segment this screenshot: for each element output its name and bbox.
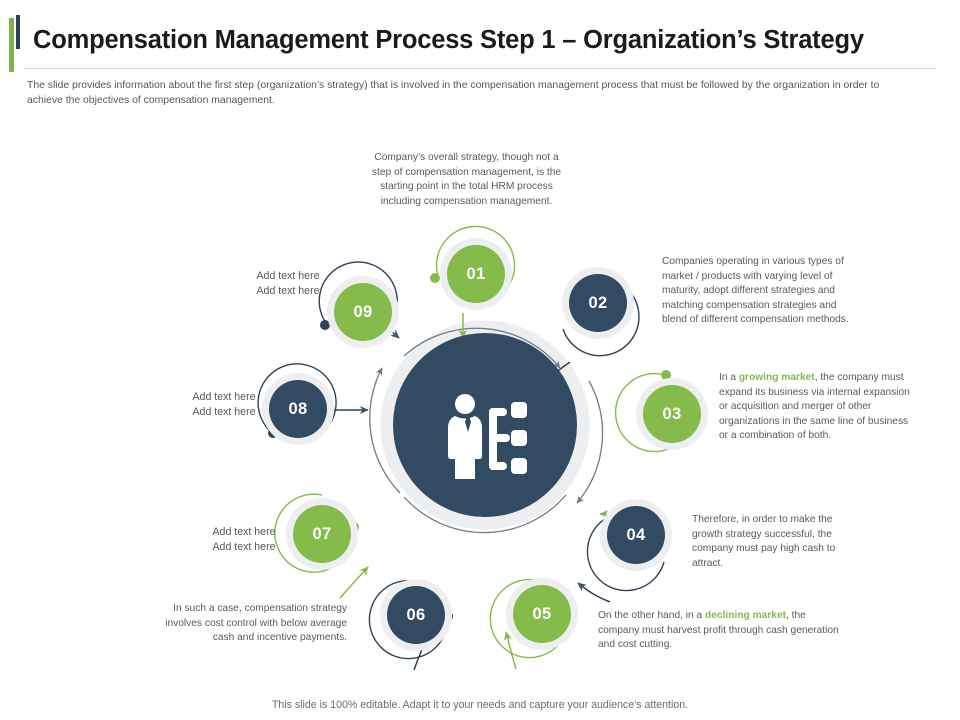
caption-node-09: Add text here Add text here: [256, 270, 320, 297]
hub-orbit-arcs: [369, 327, 604, 534]
caption-node-04: Therefore, in order to make the growth s…: [692, 514, 836, 569]
org-chart-person-icon: [448, 394, 527, 479]
badge-label-05: 05: [513, 585, 571, 643]
title-divider: [24, 68, 936, 69]
caption-node-06: In such a case, compensation strategy in…: [165, 603, 347, 644]
page-title: Compensation Management Process Step 1 –…: [33, 26, 864, 54]
caption-node-05: On the other hand, in a declining market…: [598, 609, 843, 653]
node-badge-01[interactable]: 01: [440, 238, 512, 310]
arrow-node-07: [339, 566, 369, 599]
caption-03-pre: In a: [719, 372, 739, 383]
caption-node-07: Add text here Add text here: [212, 526, 276, 553]
node-badge-06[interactable]: 06: [380, 579, 452, 651]
badge-label-06: 06: [387, 586, 445, 644]
node-badge-05[interactable]: 05: [506, 578, 578, 650]
badge-label-04: 04: [607, 506, 665, 564]
cycle-diagram: 01 02 03 04 05 06 07 08 09 Company’s ove…: [0, 110, 960, 685]
caption-05-pre: On the other hand, in a: [598, 610, 706, 621]
node-badge-07[interactable]: 07: [286, 498, 358, 570]
caption-node-02: Companies operating in various types of …: [662, 256, 849, 326]
caption-03-post: , the company must expand its business v…: [719, 372, 910, 442]
badge-label-07: 07: [293, 505, 351, 563]
hub-halo-ring: [380, 320, 590, 530]
badge-label-02: 02: [569, 274, 627, 332]
arrow-node-04: [577, 582, 611, 603]
node-badge-02[interactable]: 02: [562, 267, 634, 339]
caption-05-post: , the company must harvest profit throug…: [598, 610, 839, 651]
slide-footer-note: This slide is 100% editable. Adapt it to…: [271, 699, 689, 711]
hub-circle[interactable]: [393, 333, 577, 517]
slide-subtitle: The slide provides information about the…: [27, 80, 880, 106]
badge-label-03: 03: [643, 385, 701, 443]
node-badge-03[interactable]: 03: [636, 378, 708, 450]
node-badge-08[interactable]: 08: [262, 373, 334, 445]
node-badge-09[interactable]: 09: [327, 276, 399, 348]
node-badge-04[interactable]: 04: [600, 499, 672, 571]
highlight-growing-market: growing market: [738, 372, 815, 383]
accent-bar-green: [9, 18, 14, 72]
highlight-declining-market: declining market: [705, 610, 787, 621]
caption-node-03: In a growing market, the company must ex…: [719, 371, 919, 444]
caption-node-08: Add text here Add text here: [192, 391, 256, 418]
badge-label-09: 09: [334, 283, 392, 341]
badge-label-08: 08: [269, 380, 327, 438]
arrow-node-05: [504, 631, 517, 670]
accent-bar-navy: [16, 15, 20, 49]
slide-header: Compensation Management Process Step 1 –…: [0, 0, 960, 110]
badge-label-01: 01: [447, 245, 505, 303]
caption-node-01: Company’s overall strategy, though not a…: [371, 152, 562, 207]
